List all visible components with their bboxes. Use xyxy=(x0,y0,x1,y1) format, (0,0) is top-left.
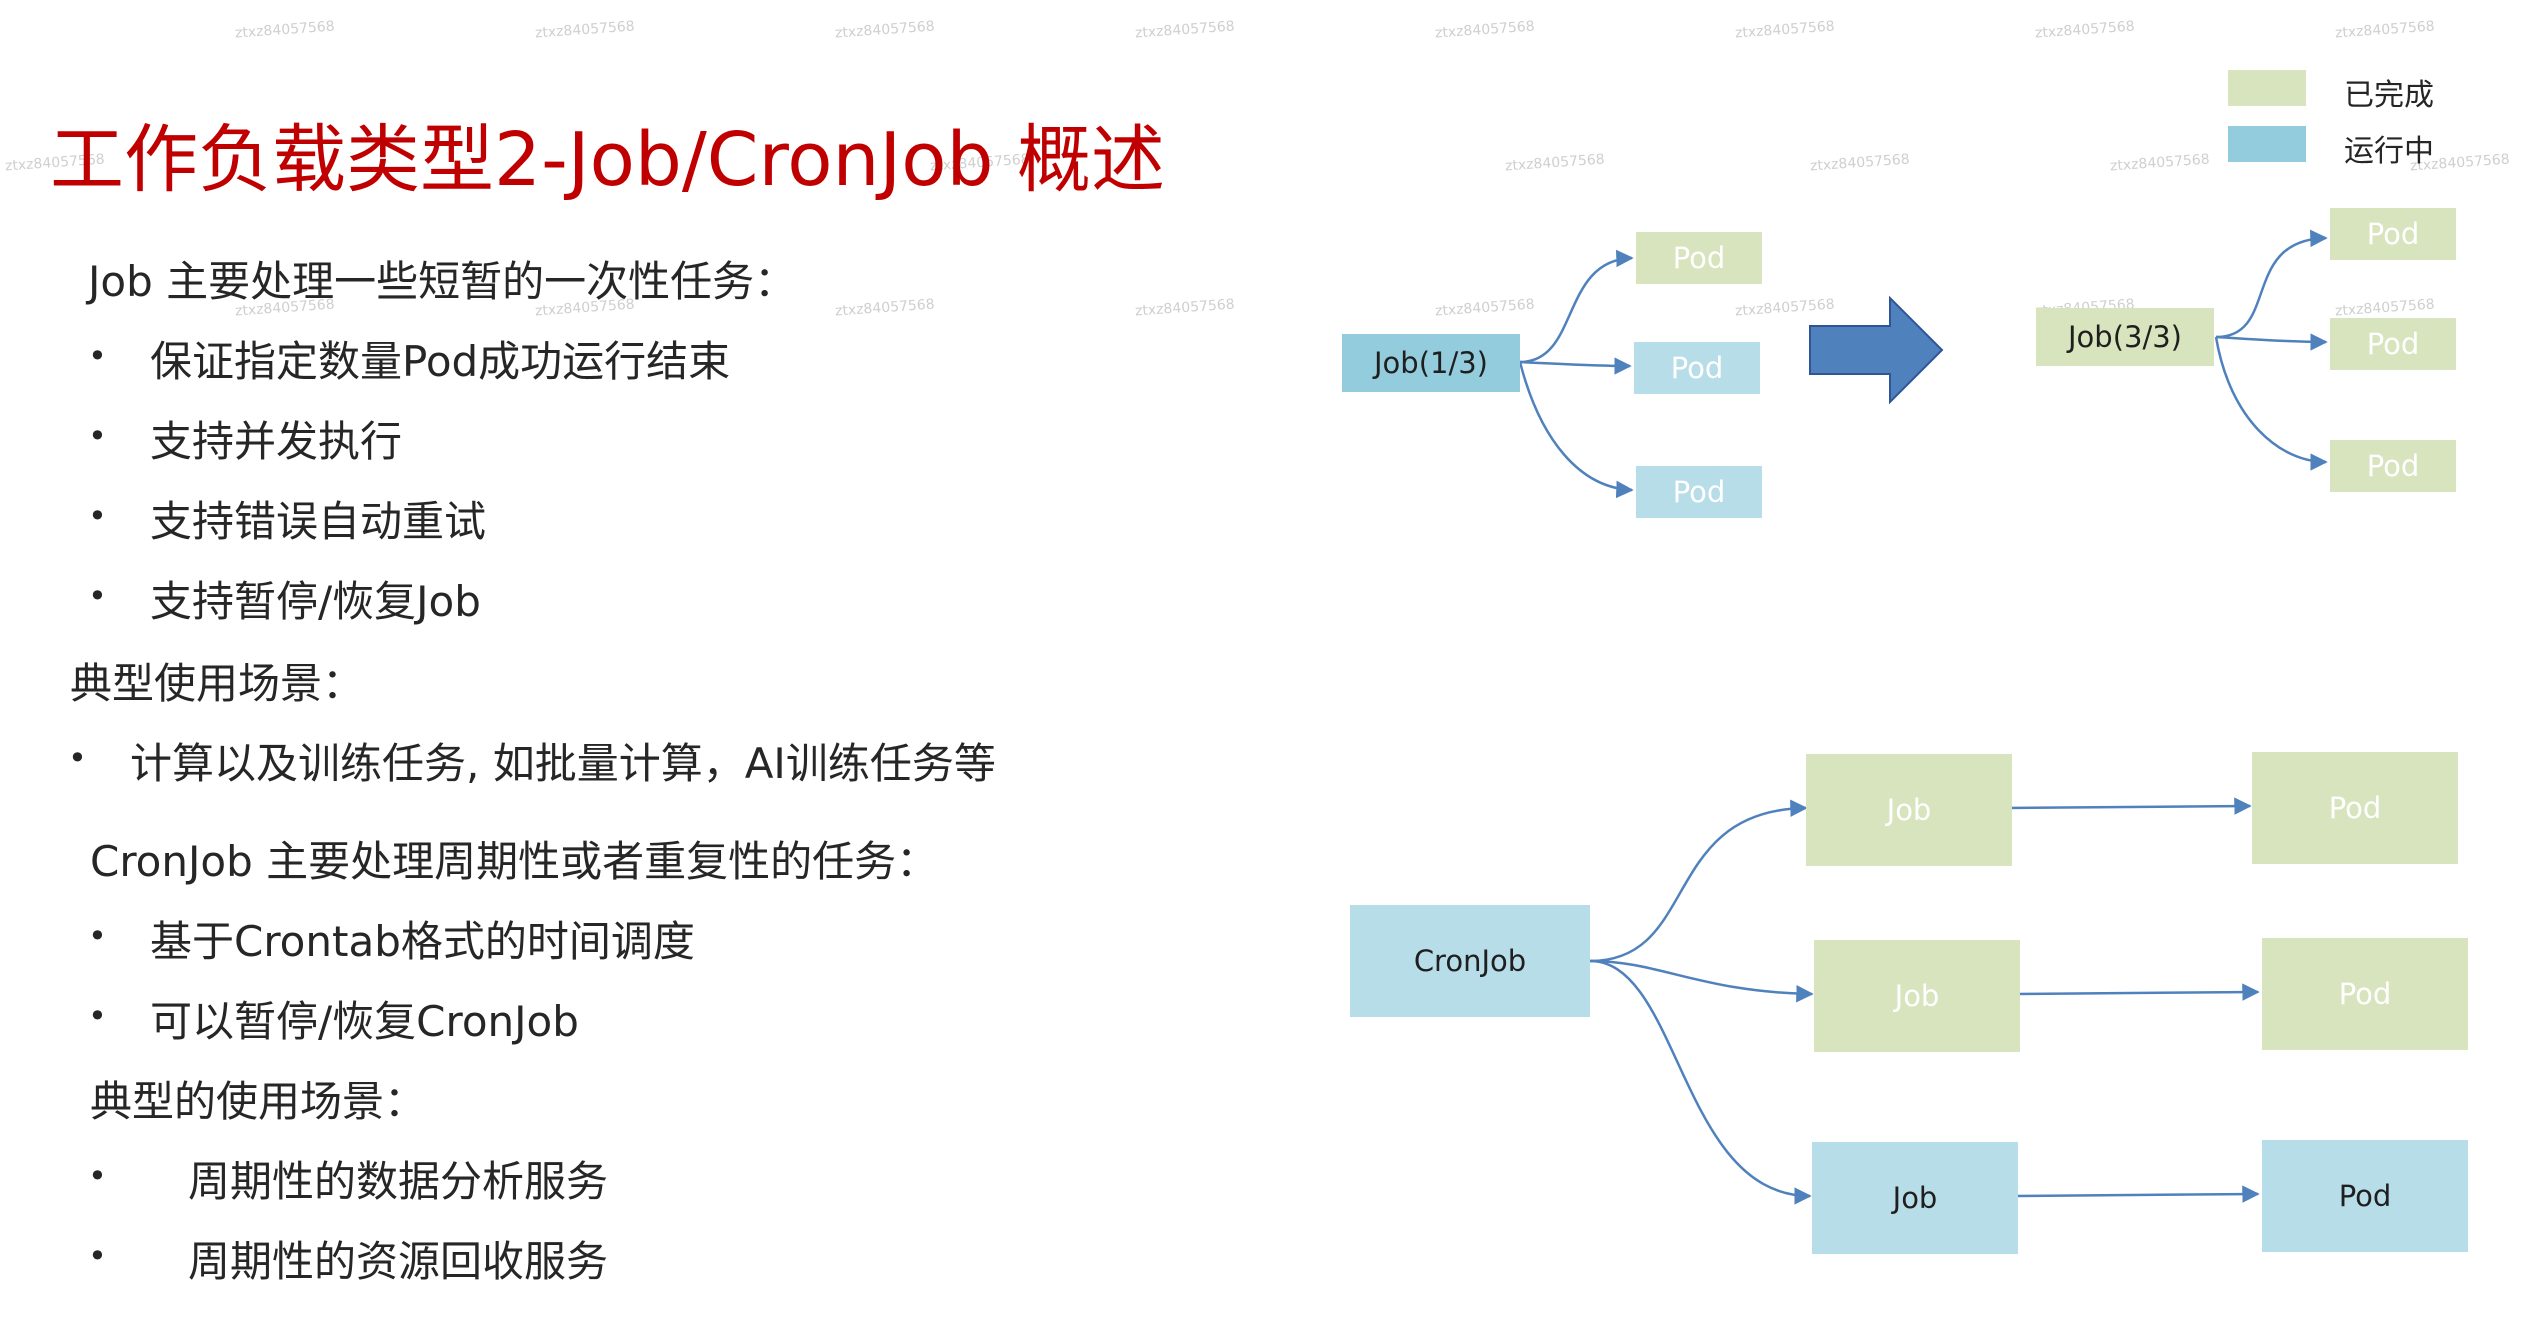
bullet-icon: • xyxy=(88,917,107,955)
bullet-icon: • xyxy=(88,417,107,455)
job-heading: Job 主要处理一些短暂的一次性任务： xyxy=(88,257,797,306)
legend-running-label: 运行中 xyxy=(2344,134,2434,169)
bullet-icon: • xyxy=(88,1237,107,1275)
job-bullet-3: 支持错误自动重试 xyxy=(150,497,487,546)
slide-title: 工作负载类型2-Job/CronJob 概述 xyxy=(50,117,1166,203)
legend-running-swatch xyxy=(2228,126,2306,162)
cronjob-box: CronJob xyxy=(1350,905,1590,1017)
legend-done-swatch xyxy=(2228,70,2306,106)
bullet-icon: • xyxy=(88,1157,107,1195)
pod-before-2: Pod xyxy=(1634,342,1760,394)
bullet-icon: • xyxy=(88,337,107,375)
cron-scene-bullet-1: 周期性的数据分析服务 xyxy=(188,1157,609,1206)
bullet-icon: • xyxy=(88,497,107,535)
pod-box-3: Pod xyxy=(2262,1140,2468,1252)
job-box-1: Job xyxy=(1806,754,2012,866)
job-after-box: Job(3/3) xyxy=(2036,308,2214,366)
job-bullet-4: 支持暂停/恢复Job xyxy=(150,577,481,626)
job-box-3: Job xyxy=(1812,1142,2018,1254)
job-before-box: Job(1/3) xyxy=(1342,334,1520,392)
legend-done-label: 已完成 xyxy=(2344,78,2434,113)
bullet-icon: • xyxy=(68,739,87,777)
pod-after-3: Pod xyxy=(2330,440,2456,492)
pod-box-2: Pod xyxy=(2262,938,2468,1050)
pod-after-2: Pod xyxy=(2330,318,2456,370)
cron-heading: CronJob 主要处理周期性或者重复性的任务： xyxy=(90,837,939,886)
job-bullet-1: 保证指定数量Pod成功运行结束 xyxy=(150,337,731,386)
job-box-2: Job xyxy=(1814,940,2020,1052)
cron-bullet-2: 可以暂停/恢复CronJob xyxy=(150,997,579,1046)
job-scene-heading: 典型使用场景： xyxy=(70,659,365,708)
pod-before-3: Pod xyxy=(1636,466,1762,518)
job-scene-bullet-1: 计算以及训练任务, 如批量计算，AI训练任务等 xyxy=(130,739,996,788)
block-arrow-icon xyxy=(1809,295,1944,405)
bullet-icon: • xyxy=(88,577,107,615)
cron-bullet-1: 基于Crontab格式的时间调度 xyxy=(150,917,695,966)
bullet-icon: • xyxy=(88,997,107,1035)
job-bullet-2: 支持并发执行 xyxy=(150,417,403,466)
pod-box-1: Pod xyxy=(2252,752,2458,864)
pod-before-1: Pod xyxy=(1636,232,1762,284)
cron-scene-heading: 典型的使用场景： xyxy=(90,1077,427,1126)
cron-scene-bullet-2: 周期性的资源回收服务 xyxy=(188,1237,609,1286)
pod-after-1: Pod xyxy=(2330,208,2456,260)
